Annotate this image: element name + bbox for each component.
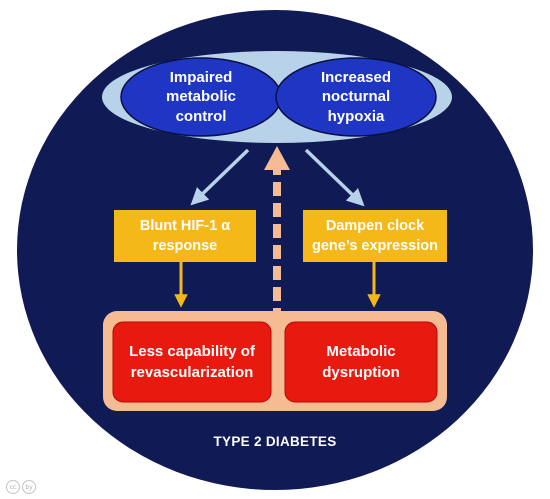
dampen-clock-box <box>303 210 447 262</box>
metabolic-dysruption-box <box>284 321 438 403</box>
arrow-to-blunt-hif1a <box>190 148 250 206</box>
cc-license-icon: cc <box>6 480 20 494</box>
by-license-icon: by <box>22 480 36 494</box>
metabolic-dysruption-label: Metabolic dysruption <box>322 343 400 381</box>
dashed-feedback-arrowhead <box>264 146 290 170</box>
less-capability-box <box>112 321 272 403</box>
blunt-hif1a-label: Blunt HIF-1 α response <box>139 217 231 254</box>
increased-nocturnal-hypoxia-label: Increased nocturnal hypoxia <box>320 68 392 125</box>
arrow-to-dampen-clock <box>304 148 365 207</box>
dampen-clock-label: Dampen clock gene’s expression <box>312 217 438 254</box>
blunt-hif1a-box <box>114 210 256 262</box>
impaired-metabolic-control-label: Impaired metabolic control <box>165 68 237 125</box>
less-capability-label: Less capability of revascularization <box>129 343 255 381</box>
type-2-diabetes-label: TYPE 2 DIABETES <box>213 434 337 450</box>
increased-nocturnal-hypoxia-oval <box>275 57 437 137</box>
